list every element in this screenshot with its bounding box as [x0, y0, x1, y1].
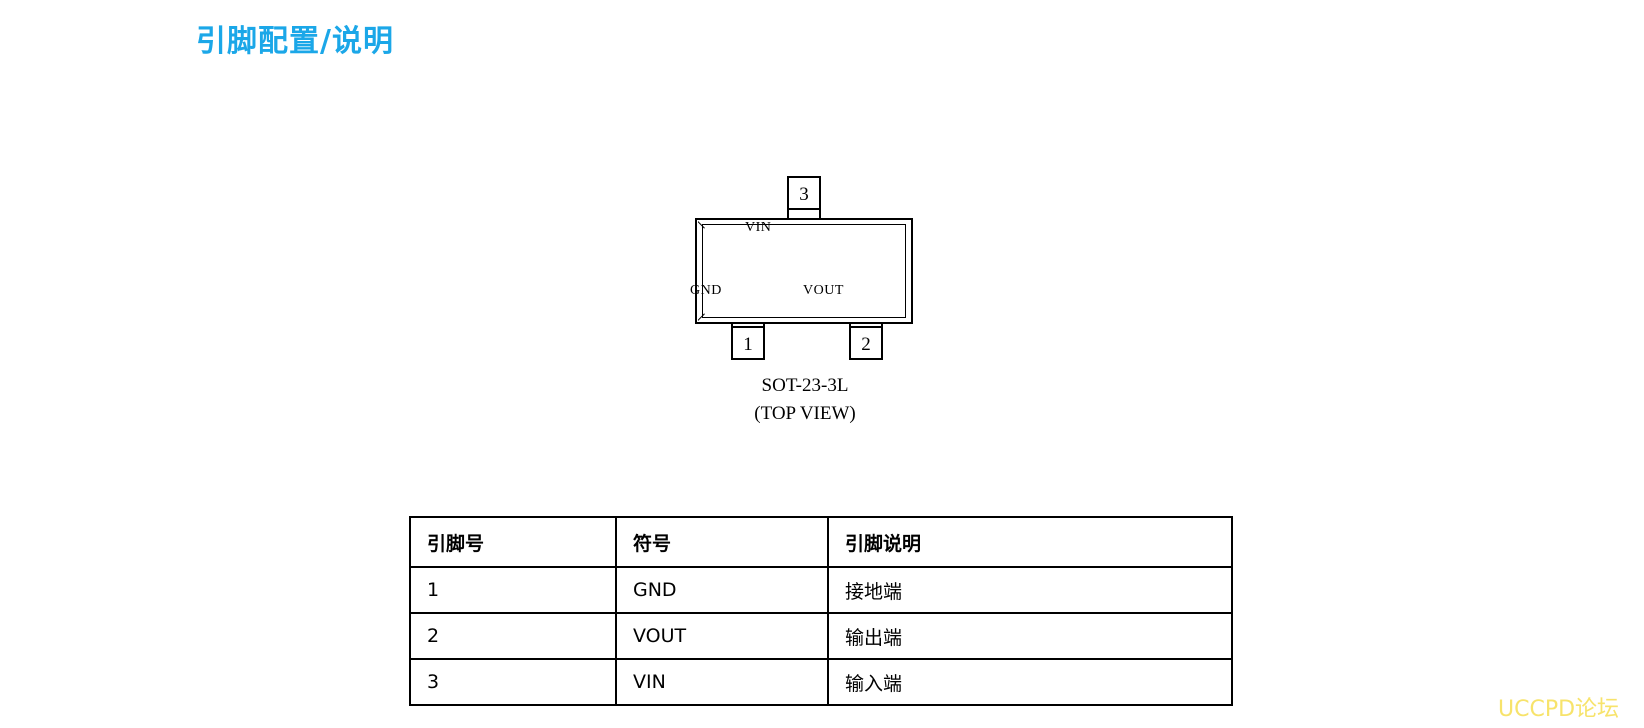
- package-caption: SOT-23-3L (TOP VIEW): [640, 372, 970, 427]
- bevel-top-right: [901, 221, 910, 230]
- cell-pin-number: 2: [409, 612, 617, 660]
- table-row: 2 VOUT 输出端: [409, 612, 1233, 660]
- pin-number-2: 2: [849, 326, 883, 360]
- bevel-bottom-left: [698, 312, 707, 321]
- package-body: [695, 218, 913, 324]
- package-caption-line-1: SOT-23-3L: [761, 375, 849, 396]
- pin-description-table: 引脚号 符号 引脚说明 1 GND 接地端 2 VOUT 输出端 3 VIN 输…: [409, 516, 1233, 706]
- cell-description: 接地端: [827, 566, 1233, 614]
- cell-pin-number: 1: [409, 566, 617, 614]
- package-diagram: 3 VIN GND VOUT 1 2 SOT-23-3L (TOP VIEW): [640, 160, 970, 430]
- cell-description: 输入端: [827, 658, 1233, 706]
- package-body-inner-edge: [702, 224, 906, 318]
- cell-symbol: VIN: [615, 658, 829, 706]
- table-row: 3 VIN 输入端: [409, 658, 1233, 706]
- table-row: 1 GND 接地端: [409, 566, 1233, 614]
- cell-symbol: GND: [615, 566, 829, 614]
- cell-symbol: VOUT: [615, 612, 829, 660]
- package-caption-line-2: (TOP VIEW): [754, 402, 856, 424]
- bevel-top-left: [698, 221, 707, 230]
- site-watermark: UCCPD论坛: [1498, 697, 1620, 722]
- page-title: 引脚配置/说明: [196, 24, 394, 59]
- pin-number-3: 3: [787, 176, 821, 210]
- cell-description: 输出端: [827, 612, 1233, 660]
- bevel-bottom-right: [901, 312, 910, 321]
- label-vin: VIN: [745, 220, 772, 235]
- pin-number-1: 1: [731, 326, 765, 360]
- column-header-pin-number: 引脚号: [409, 516, 617, 568]
- table-header-row: 引脚号 符号 引脚说明: [409, 516, 1233, 568]
- column-header-symbol: 符号: [615, 516, 829, 568]
- cell-pin-number: 3: [409, 658, 617, 706]
- label-gnd: GND: [690, 283, 722, 298]
- column-header-description: 引脚说明: [827, 516, 1233, 568]
- label-vout: VOUT: [803, 283, 844, 298]
